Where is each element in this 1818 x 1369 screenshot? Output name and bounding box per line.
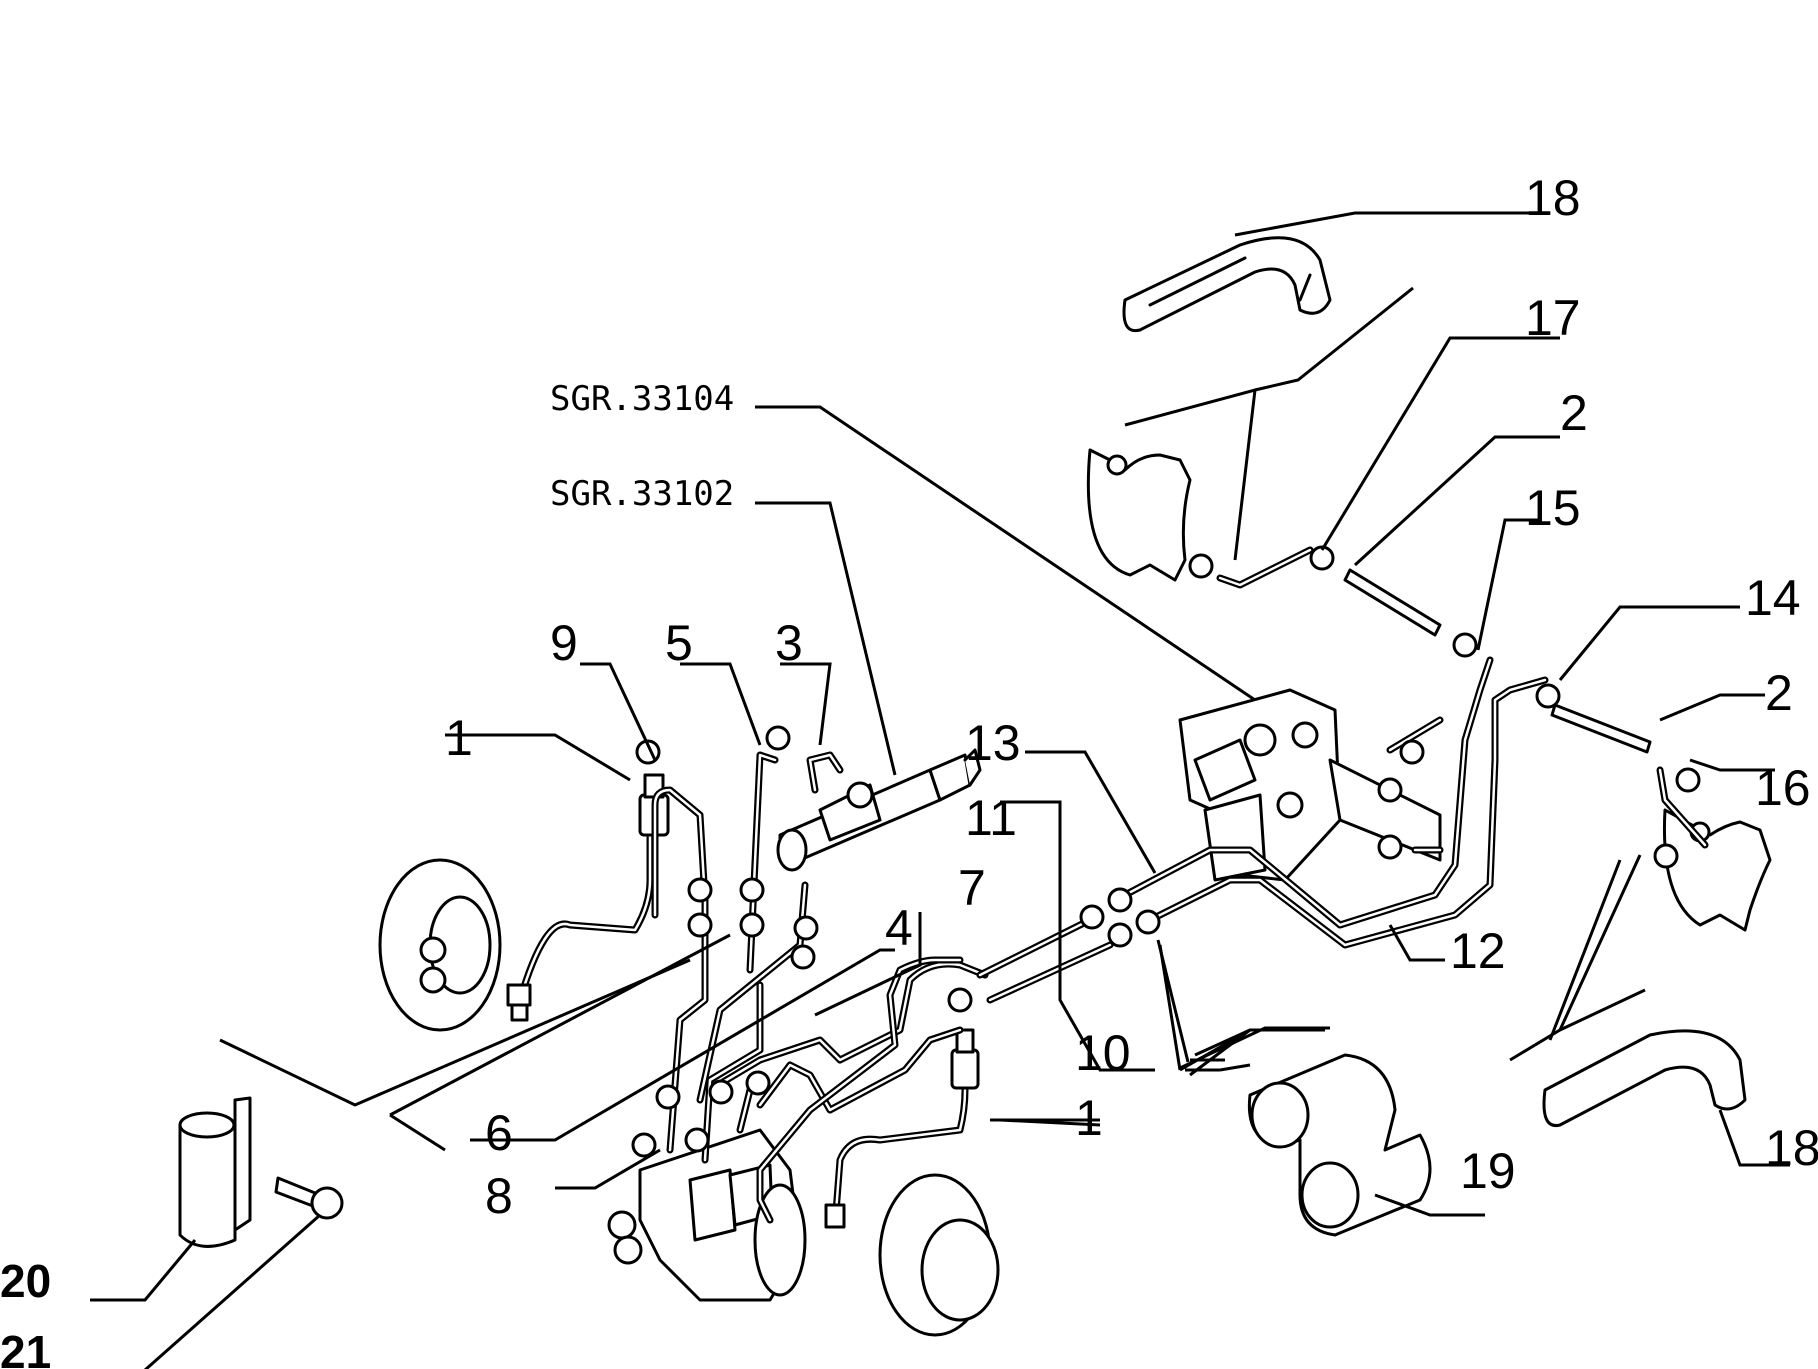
ref-label-sgr-33104: SGR.33104 (550, 379, 734, 419)
brake-hose-right (824, 1028, 980, 1229)
callout-18-bottom: 18 (1765, 1120, 1818, 1176)
callout-13: 13 (965, 715, 1021, 771)
callout-labels: SGR.33104 SGR.33102 18 17 2 15 14 2 16 1… (0, 170, 1818, 1369)
callout-9: 9 (550, 615, 578, 671)
leader-18-bottom (1718, 1109, 1790, 1167)
brake-caliper-bracket-top (1086, 448, 1192, 582)
indicator-lines (219, 286, 1646, 1152)
callout-15: 15 (1525, 480, 1581, 536)
brake-hose-left (506, 773, 670, 1022)
bolt-21 (274, 1176, 344, 1220)
brake-pressure-regulator (1178, 688, 1442, 882)
leader-18-top (1234, 211, 1530, 237)
connection-points (631, 545, 1701, 1158)
callout-11: 11 (965, 790, 1017, 846)
callout-18-top: 18 (1525, 170, 1581, 226)
brake-bleed-fittings (1343, 568, 1652, 754)
brake-disc-bottom (878, 1173, 1000, 1337)
callout-1-right: 1 (1075, 1090, 1103, 1146)
callout-7: 7 (958, 860, 986, 916)
callout-4: 4 (885, 900, 913, 956)
ref-label-sgr-33102: SGR.33102 (550, 474, 734, 514)
callout-21: 21 (0, 1326, 51, 1369)
leader-19 (1374, 1193, 1485, 1217)
callout-5: 5 (665, 615, 693, 671)
callout-17: 17 (1525, 290, 1581, 346)
callout-10: 10 (1075, 1025, 1131, 1081)
callout-3: 3 (775, 615, 803, 671)
leader-21 (144, 1213, 321, 1369)
brake-disc-left (378, 858, 502, 1032)
callout-16: 16 (1755, 760, 1811, 816)
brake-master-cylinder (776, 748, 982, 872)
pipe-union-20 (178, 1096, 252, 1248)
callout-2-right: 2 (1765, 665, 1793, 721)
callout-20: 20 (0, 1255, 51, 1307)
callout-19: 19 (1460, 1143, 1516, 1199)
callout-14: 14 (1745, 570, 1801, 626)
pipe-clip-top (1122, 236, 1332, 333)
brake-caliper-bracket-right (1662, 808, 1772, 932)
callout-6: 6 (485, 1105, 513, 1161)
callout-12: 12 (1450, 923, 1506, 979)
pipe-clip-bottom-right (1542, 1029, 1747, 1128)
leader-20 (90, 1239, 197, 1302)
callout-8: 8 (485, 1168, 513, 1224)
pipe-union-19 (1247, 1053, 1432, 1237)
callout-2-top: 2 (1560, 385, 1588, 441)
callout-1-left: 1 (445, 710, 473, 766)
leader-lines (445, 336, 1775, 1190)
